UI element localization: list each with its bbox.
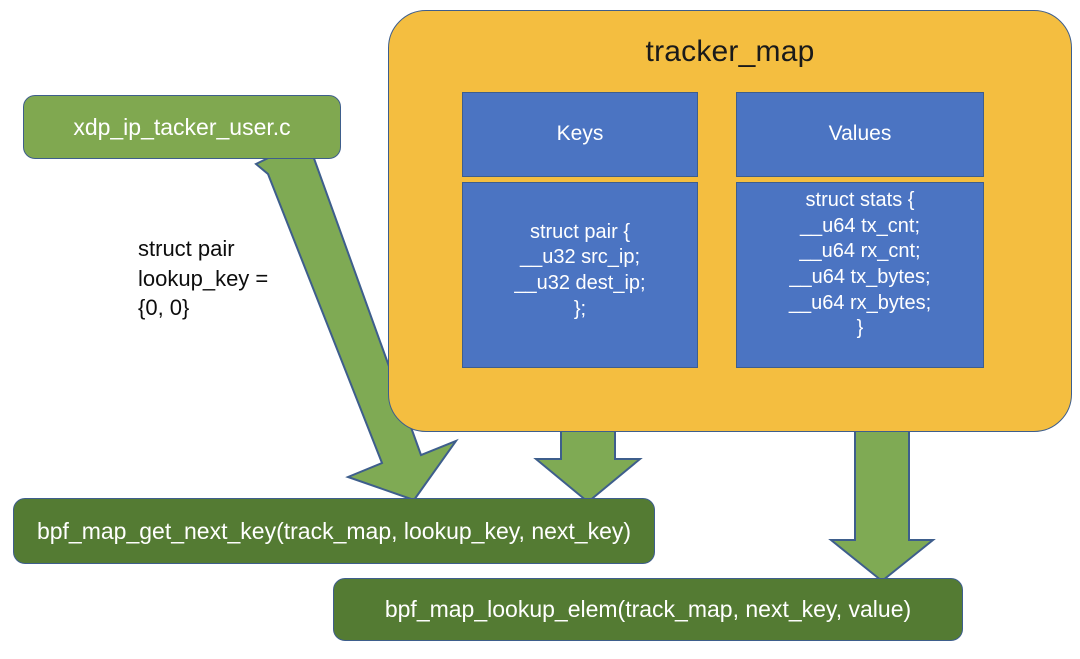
tracker-map-title: tracker_map — [645, 35, 815, 68]
source-file-label: xdp_ip_tacker_user.c — [73, 113, 291, 140]
keys-struct-definition: struct pair { __u32 src_ip; __u32 dest_i… — [514, 220, 646, 320]
bpf-map-get-next-key-node: bpf_map_get_next_key(track_map, lookup_k… — [13, 498, 655, 564]
keys-body-box: struct pair { __u32 src_ip; __u32 dest_i… — [462, 182, 698, 368]
values-struct-definition: struct stats { __u64 tx_cnt; __u64 rx_cn… — [788, 189, 932, 340]
source-file-node: xdp_ip_tacker_user.c — [23, 95, 341, 159]
keys-header-box: Keys — [462, 92, 698, 177]
bpf-map-lookup-elem-node: bpf_map_lookup_elem(track_map, next_key,… — [333, 578, 963, 641]
values-header-box: Values — [736, 92, 984, 177]
values-body-box: struct stats { __u64 tx_cnt; __u64 rx_cn… — [736, 182, 984, 368]
lookup-key-annotation: struct pair lookup_key = {0, 0} — [138, 236, 269, 321]
bpf-map-lookup-elem-label: bpf_map_lookup_elem(track_map, next_key,… — [384, 596, 912, 622]
keys-header-label: Keys — [556, 122, 604, 146]
values-header-label: Values — [828, 122, 892, 146]
bpf-map-get-next-key-label: bpf_map_get_next_key(track_map, lookup_k… — [36, 517, 632, 544]
